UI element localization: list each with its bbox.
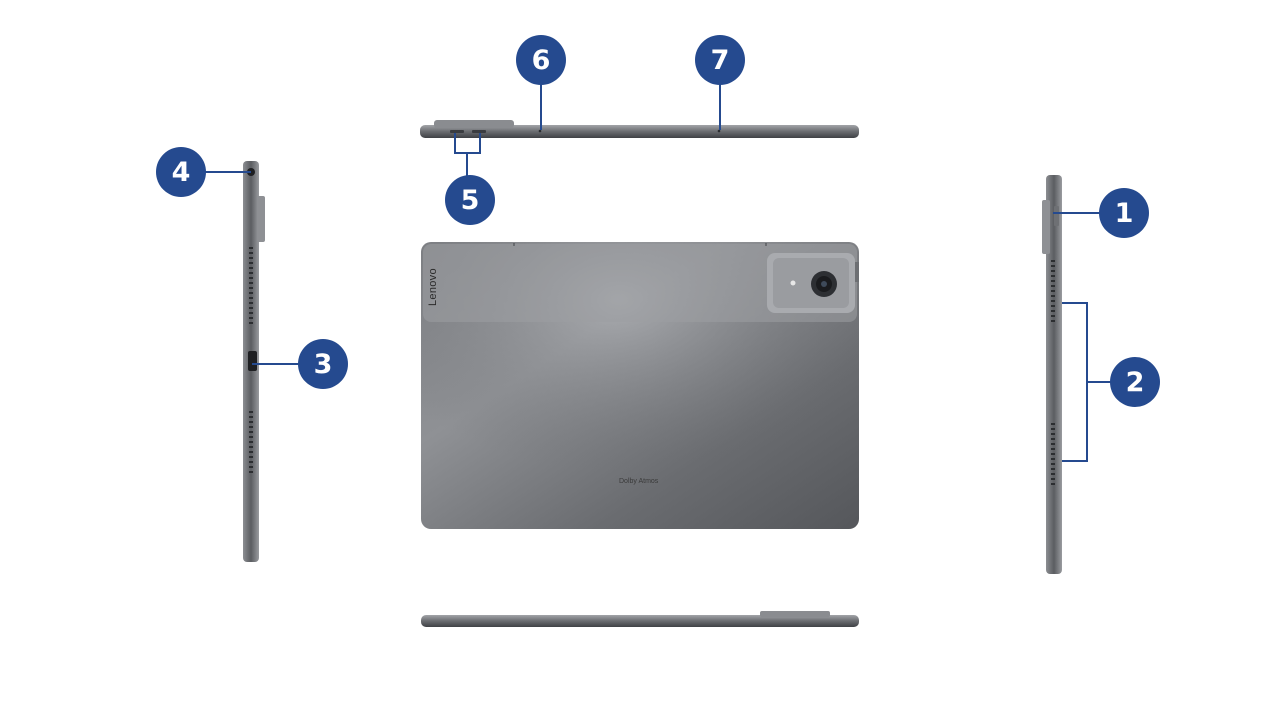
dolby-logo: Dolby Atmos [619,478,659,485]
top-edge-view [420,120,859,138]
callout-5-bracket-left [454,133,456,154]
callout-1-leader [1053,212,1101,214]
callout-3-badge: 3 [298,339,348,389]
callout-7-leader [719,84,721,130]
back-view [421,242,859,529]
callout-6-leader [540,84,542,130]
callout-2-leader-bottom [1062,460,1088,462]
left-side-view [243,161,265,562]
callout-2-badge: 2 [1110,357,1160,407]
callout-5-stem [466,152,468,178]
callout-1-badge: 1 [1099,188,1149,238]
callout-2-stem [1086,381,1112,383]
left-speaker-grille-bottom [249,411,253,473]
bottom-edge-view [421,611,859,627]
callout-5-badge: 5 [445,175,495,225]
callout-2-leader-top [1062,302,1088,304]
right-speaker-grille-top [1051,260,1055,322]
callout-4-leader [205,171,251,173]
left-speaker-grille-top [249,247,253,324]
callout-3-leader [252,363,300,365]
brand-logo: Lenovo [427,268,439,306]
callout-7-badge: 7 [695,35,745,85]
right-side-view [1042,175,1062,574]
callout-6-badge: 6 [516,35,566,85]
callout-5-bracket-right [479,133,481,154]
callout-4-badge: 4 [156,147,206,197]
right-speaker-grille-bottom [1051,423,1055,485]
